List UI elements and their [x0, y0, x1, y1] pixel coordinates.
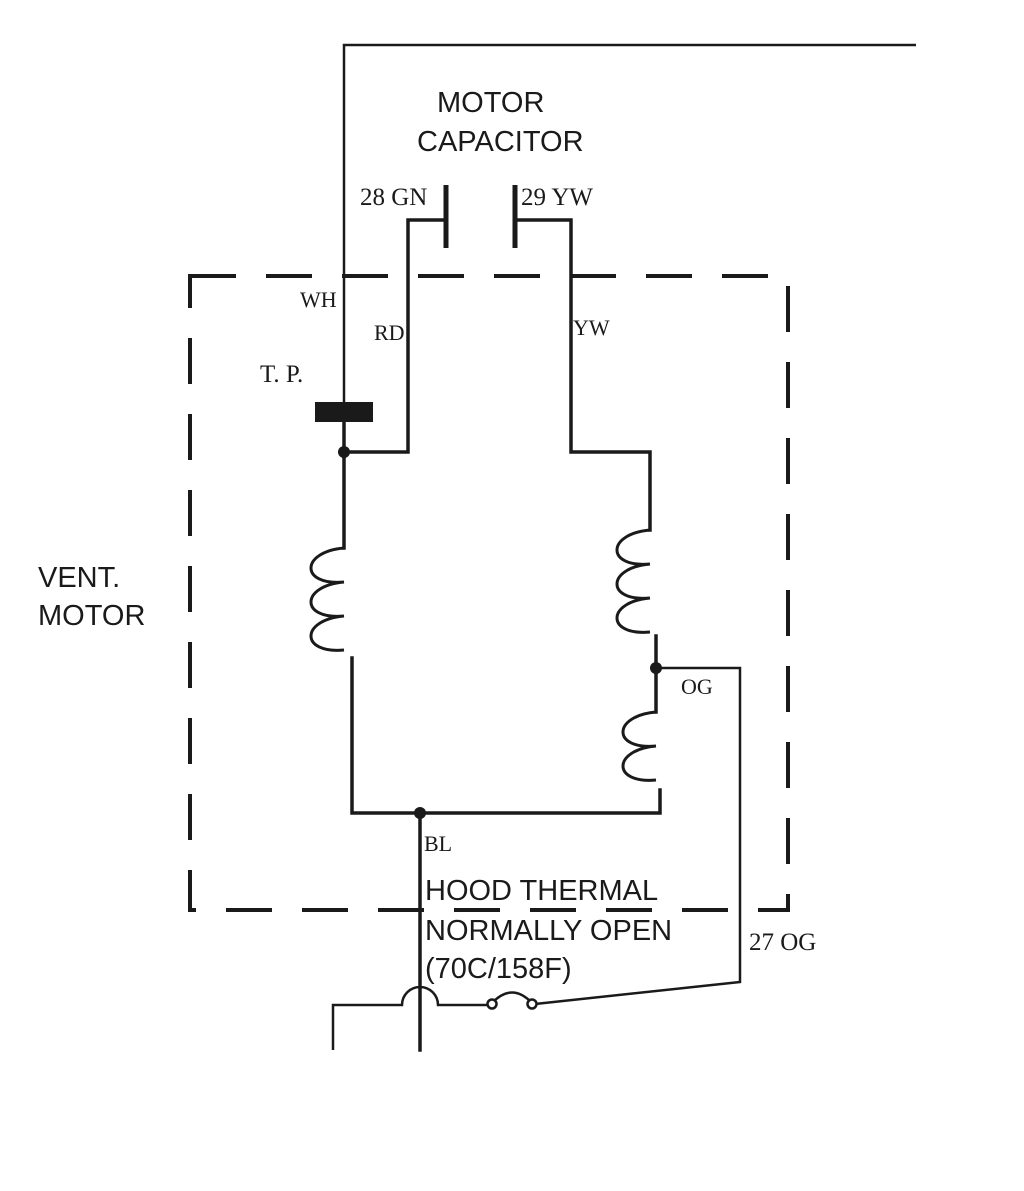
white-wire — [342, 43, 916, 402]
hood-thermal-label-line1: HOOD THERMAL — [425, 875, 658, 907]
motor-label-line1: VENT. — [38, 562, 120, 594]
start-winding-coil — [615, 528, 651, 634]
capacitor-terminal-28-label: 28 GN — [360, 184, 427, 211]
hood-thermal-contact-right — [526, 998, 538, 1010]
crossover-wire — [331, 985, 492, 1050]
white-wire-label: WH — [300, 287, 337, 312]
junction-dot-tp — [338, 446, 350, 458]
orange-wire-label: OG — [681, 674, 713, 699]
hood-thermal-label-line2: NORMALLY OPEN — [425, 915, 672, 947]
motor-label-line2: MOTOR — [38, 600, 145, 632]
hood-thermal-label-line3: (70C/158F) — [425, 953, 572, 985]
main-winding-lead-bottom — [350, 656, 422, 815]
orange-wire — [534, 666, 742, 1006]
main-winding-coil — [309, 546, 345, 652]
motor-enclosure-boundary — [188, 274, 790, 912]
red-wire-label: RD — [374, 320, 405, 345]
thermal-protector-label: T. P. — [260, 361, 303, 388]
yellow-wire-label: YW — [573, 315, 610, 340]
capacitor-title-line1: MOTOR — [437, 87, 544, 119]
thermal-protector-symbol — [315, 402, 373, 422]
hood-thermal-contact-left — [486, 998, 498, 1010]
hood-thermal-contact-arc — [491, 991, 533, 1004]
terminal-27-label: 27 OG — [749, 929, 816, 956]
junction-dot-og — [650, 662, 662, 674]
red-wire — [342, 218, 448, 454]
yellow-wire — [513, 218, 652, 532]
aux-winding-lead-bottom — [418, 788, 662, 815]
capacitor-title-line2: CAPACITOR — [417, 126, 584, 158]
junction-dot-bl — [414, 807, 426, 819]
capacitor-terminal-29-label: 29 YW — [521, 184, 593, 211]
blue-wire-label: BL — [424, 831, 452, 856]
aux-winding-coil — [621, 710, 657, 782]
